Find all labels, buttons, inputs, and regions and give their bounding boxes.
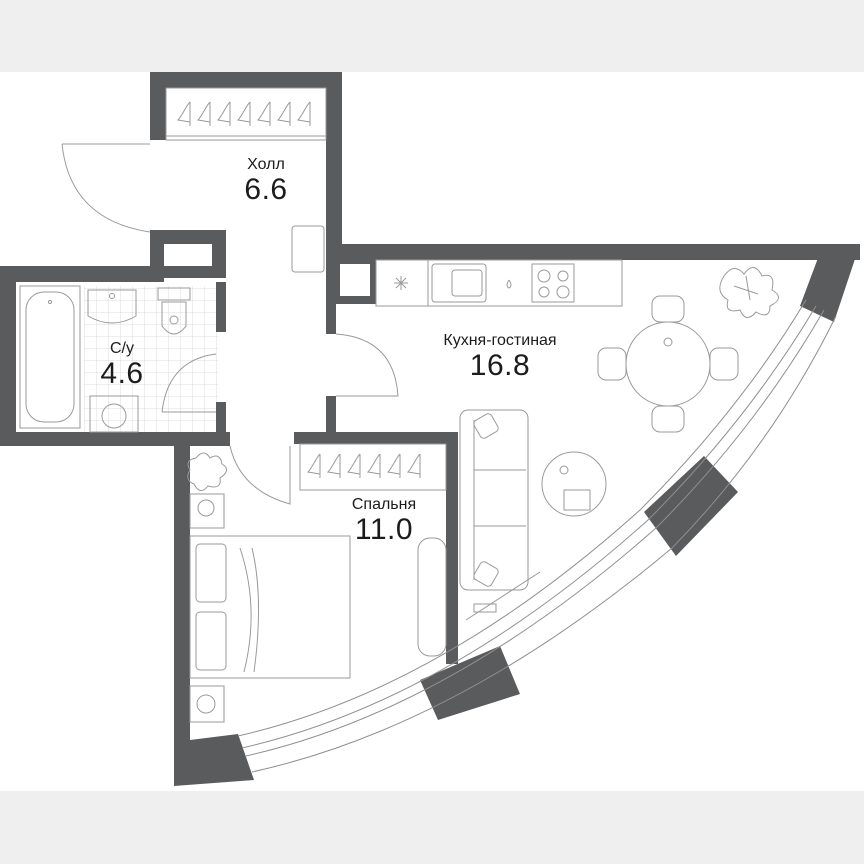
curved-window [237, 299, 837, 773]
room-label-hall: Холл 6.6 [224, 156, 308, 206]
dining-table-icon [597, 295, 739, 433]
coffee-table-icon [541, 451, 607, 517]
room-area: 11.0 [354, 513, 414, 546]
bathtub-icon [19, 285, 81, 429]
sink-icon [431, 263, 487, 303]
bed-icon [189, 535, 351, 679]
room-name: Кухня-гостиная [443, 332, 557, 349]
washing-machine-icon [89, 395, 139, 433]
bathtub-basin [25, 291, 75, 423]
cooktop-icon [531, 263, 575, 303]
entrance-door [61, 143, 151, 233]
nightstand-icon [189, 493, 225, 723]
room-name: Холл [247, 156, 285, 173]
sink-icon [87, 289, 137, 324]
dresser-icon [417, 537, 447, 657]
bedroom-wardrobe [299, 443, 447, 491]
toilet-tank [157, 287, 191, 301]
toilet-icon [161, 301, 187, 335]
room-label-kitchen-living: Кухня-гостиная 16.8 [418, 332, 582, 382]
bedroom-door [229, 445, 291, 505]
plant-icon [187, 452, 227, 491]
plant-icon [719, 267, 779, 318]
room-label-bathroom: С/у 4.6 [90, 340, 154, 390]
hall-bench [291, 225, 325, 273]
tap-icon [506, 279, 512, 289]
room-name: Спальня [351, 496, 417, 513]
hob-fan-icon [394, 276, 408, 290]
room-area: 4.6 [100, 357, 144, 390]
doors [61, 143, 399, 505]
bathroom-door [161, 353, 217, 413]
room-label-bedroom: Спальня 11.0 [332, 496, 436, 546]
room-name: С/у [110, 340, 134, 357]
room-area: 16.8 [469, 349, 531, 382]
room-area: 6.6 [244, 173, 288, 206]
walls [0, 72, 860, 786]
kitchen-door [335, 333, 399, 397]
kitchen-counter [375, 259, 623, 307]
bathroom-fixtures [19, 285, 191, 433]
hall-wardrobe [165, 87, 327, 141]
sofa-icon [459, 409, 541, 621]
